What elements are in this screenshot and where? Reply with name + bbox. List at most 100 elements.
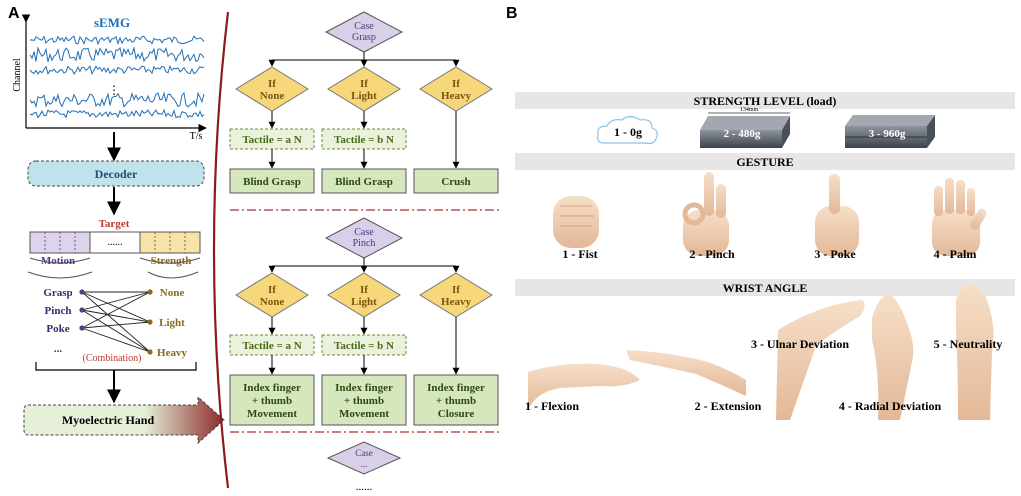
outcome-box [321,374,407,426]
if-label: If [452,78,460,90]
gesture-palm: 4 - Palm [932,178,987,261]
more-case-line2: ... [361,459,368,469]
combination-edge [81,321,151,329]
gesture-pinch: 2 - Pinch [682,172,735,261]
load-480-label: 2 - 480g [724,128,761,140]
gesture-3-label: 3 - Poke [814,247,856,261]
case-label: Case [354,227,374,238]
case-label: Case [354,21,374,32]
motion-node [79,289,85,295]
motion-item: Grasp [43,287,72,299]
load-plates-480g: 134mm 2 - 480g [700,107,790,148]
wrist-flexion: 1 - Flexion [525,363,640,413]
more-case-line1: Case [355,448,373,458]
myoelectric-hand-label: Myoelectric Hand [62,413,155,427]
outcome-box [321,168,407,194]
strength-node [147,319,153,325]
combination-edge [81,291,151,353]
wrist-extension: 2 - Extension [626,350,762,413]
outcome-box [229,168,315,194]
more-cases: Case ... ...... [326,441,402,493]
if-label: If [452,284,460,296]
outcome-label: Movement [247,408,297,420]
semg-trace [29,91,205,109]
decoder-label: Decoder [95,167,138,181]
outcome-box [229,374,315,426]
motion-node [79,307,85,313]
dimension-label: 134mm [740,107,759,113]
wrist-1-label: 1 - Flexion [525,399,579,413]
if-label: Light [351,296,377,308]
load-plates-960g: 3 - 960g [845,115,935,148]
target-dots: ...... [108,237,123,248]
gesture-2-label: 2 - Pinch [689,247,735,261]
outcome-box [413,168,499,194]
motion-node [79,325,85,331]
motion-item: ... [54,343,63,355]
outcome-label: Blind Grasp [243,176,301,188]
strength-label: Strength [151,255,192,267]
tactile-label: Tactile = a N [242,134,301,146]
load-960-label: 3 - 960g [869,128,906,140]
motion-item: Poke [46,323,69,335]
case-label: Pinch [353,238,376,249]
outcome-label: + thumb [436,395,476,407]
decoder-box: Decoder [27,160,205,187]
if-label: None [260,296,285,308]
outcome-label: Crush [441,176,470,188]
outcome-label: Blind Grasp [335,176,393,188]
semg-plot: sEMG Channel T/s ⋮ [12,14,207,142]
gesture-1-label: 1 - Fist [562,247,597,261]
wrist-4-label: 4 - Radial Deviation [839,399,942,413]
outcome-label: Index finger [335,382,393,394]
combination-edge [81,291,151,311]
if-label: If [268,78,276,90]
if-label: Heavy [441,90,471,102]
load-cloud: 1 - 0g [597,115,658,145]
outcome-box [413,374,499,426]
tactile-label: Tactile = b N [334,134,394,146]
combination-edge [81,291,151,323]
motion-label: Motion [41,255,75,267]
strength-item: Heavy [157,347,187,359]
if-label: If [360,284,368,296]
gesture-poke: 3 - Poke [814,174,859,261]
strength-item: None [160,287,185,299]
tactile-label: Tactile = a N [242,340,301,352]
wrist-3-label: 3 - Ulnar Deviation [751,337,849,351]
panel-b-label: B [506,5,518,22]
strength-item: Light [159,317,185,329]
load-0-label: 1 - 0g [614,125,642,139]
semg-title: sEMG [94,15,130,30]
wrist-neutrality: 5 - Neutrality [934,284,1002,420]
gesture-4-label: 4 - Palm [934,247,977,261]
outcome-label: + thumb [252,395,292,407]
panel-a-divider-curve [212,11,230,489]
wrist-header: WRIST ANGLE [723,281,808,295]
wrist-ulnar-deviation: 3 - Ulnar Deviation [751,300,865,420]
myoelectric-hand-arrow: Myoelectric Hand [23,395,225,445]
semg-trace [29,46,205,63]
semg-trace [29,35,205,46]
gesture-fist: 1 - Fist [553,196,599,261]
wrist-radial-deviation: 4 - Radial Deviation [839,294,942,420]
semg-trace [29,108,205,119]
semg-traces [29,35,205,119]
combination-edge [81,309,151,353]
gesture-header-bar [515,153,1015,170]
wrist-2-label: 2 - Extension [695,399,762,413]
strength-header: STRENGTH LEVEL (load) [694,94,837,108]
semg-trace [29,64,205,76]
tactile-label: Tactile = b N [334,340,394,352]
strength-header-bar [515,92,1015,109]
semg-x-axis-label: T/s [190,131,203,142]
combination-label: (Combination) [83,353,142,364]
combination-edge [81,309,151,323]
outcome-label: Index finger [243,382,301,394]
case-label: Grasp [352,32,376,43]
if-label: Heavy [441,296,471,308]
gesture-header: GESTURE [736,155,793,169]
